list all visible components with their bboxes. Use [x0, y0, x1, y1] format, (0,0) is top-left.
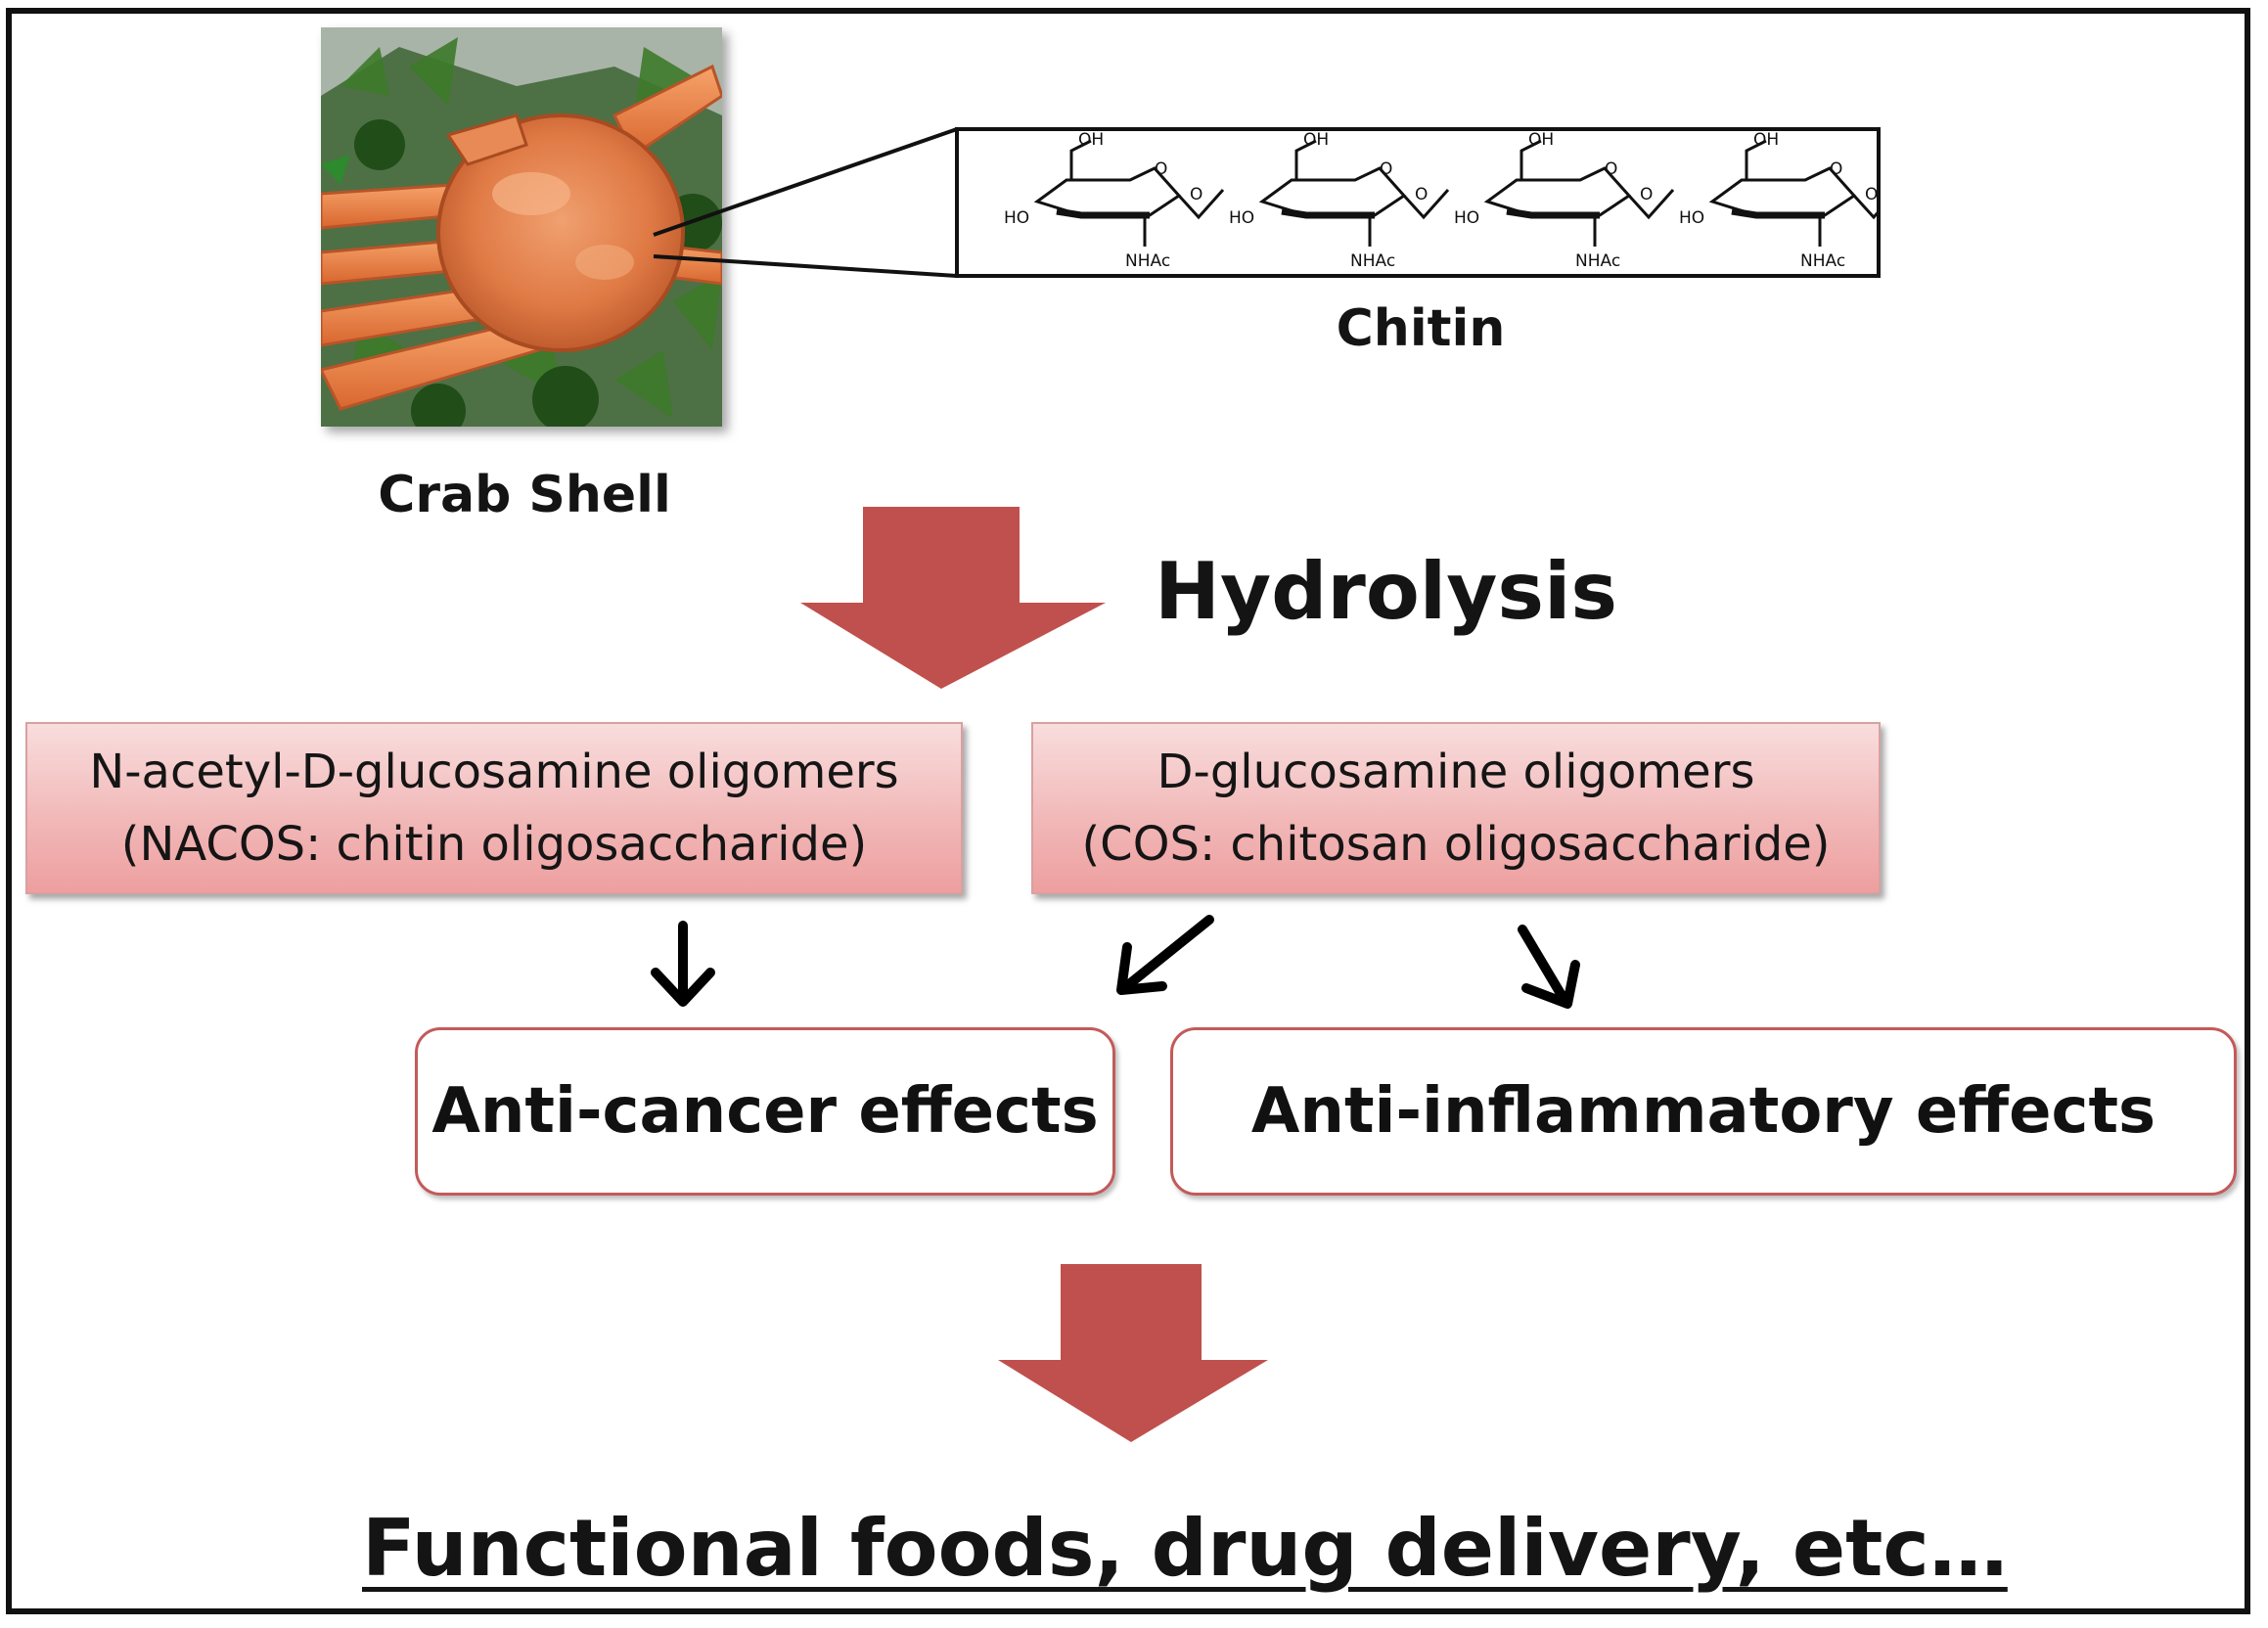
glucosamine-unit [1258, 139, 1450, 247]
glycosidic-oxygen-label: O [1190, 185, 1202, 204]
glycosidic-oxygen-label: O [1415, 185, 1428, 204]
applications-conclusion: Functional foods, drug delivery, etc… [362, 1503, 2008, 1594]
anticancer-effects-label: Anti-cancer effects [431, 1075, 1099, 1148]
cos-title: D-glucosamine oligomers [1157, 745, 1755, 799]
hydroxyl-label: HO [1004, 208, 1029, 228]
crab-shell-photo [321, 27, 722, 427]
hydroxyl-label: OH [1303, 131, 1329, 150]
hydrolysis-label: Hydrolysis [1155, 546, 1618, 637]
hydroxyl-label: HO [1679, 208, 1704, 228]
acetamido-label: NHAc [1575, 251, 1620, 271]
hydroxyl-label: HO [1454, 208, 1479, 228]
cos-box: D-glucosamine oligomers (COS: chitosan o… [1031, 722, 1881, 894]
antiinflammatory-effects-box: Anti-inflammatory effects [1170, 1027, 2237, 1196]
ring-oxygen-label: O [1155, 159, 1167, 179]
hydroxyl-label: OH [1528, 131, 1554, 150]
ring-oxygen-label: O [1830, 159, 1842, 179]
anticancer-effects-box: Anti-cancer effects [415, 1027, 1115, 1196]
ring-oxygen-label: O [1380, 159, 1392, 179]
hydroxyl-label: HO [1229, 208, 1254, 228]
acetamido-label: NHAc [1350, 251, 1395, 271]
arrow-cos-to-anticancer [1116, 915, 1214, 995]
ring-oxygen-label: O [1605, 159, 1617, 179]
antiinflammatory-effects-label: Anti-inflammatory effects [1250, 1075, 2156, 1148]
nacos-box: N-acetyl-D-glucosamine oligomers (NACOS:… [25, 722, 963, 894]
application-arrow [963, 1264, 1301, 1446]
hydroxyl-label: OH [1753, 131, 1779, 150]
nacos-subtitle: (NACOS: chitin oligosaccharide) [120, 817, 868, 872]
crab-shell-caption: Crab Shell [378, 466, 671, 524]
hydroxyl-label: OH [1078, 131, 1104, 150]
acetamido-label: NHAc [1125, 251, 1170, 271]
glucosamine-unit [1033, 139, 1225, 247]
chitin-structure: OH HO O O NHAc OH HO O O NHAc OH HO O O NHAc OH HO O O NHAc [955, 127, 1900, 278]
chitin-caption: Chitin [1336, 299, 1506, 358]
glycosidic-oxygen-label: O [1865, 185, 1877, 204]
acetamido-label: NHAc [1800, 251, 1845, 271]
glucosamine-unit [1483, 139, 1675, 247]
arrow-nacos-to-anticancer [651, 921, 715, 1007]
nacos-title: N-acetyl-D-glucosamine oligomers [89, 745, 899, 799]
cos-subtitle: (COS: chitosan oligosaccharide) [1081, 817, 1831, 872]
arrow-cos-to-antiinflammatory [1518, 925, 1580, 1009]
chitin-structure-drawing: OH HO O O NHAc OH HO O O NHAc OH HO O O NHAc OH HO O O NHAc [1004, 130, 1900, 271]
glycosidic-oxygen-label: O [1640, 185, 1653, 204]
hydrolysis-arrow [791, 507, 1127, 695]
